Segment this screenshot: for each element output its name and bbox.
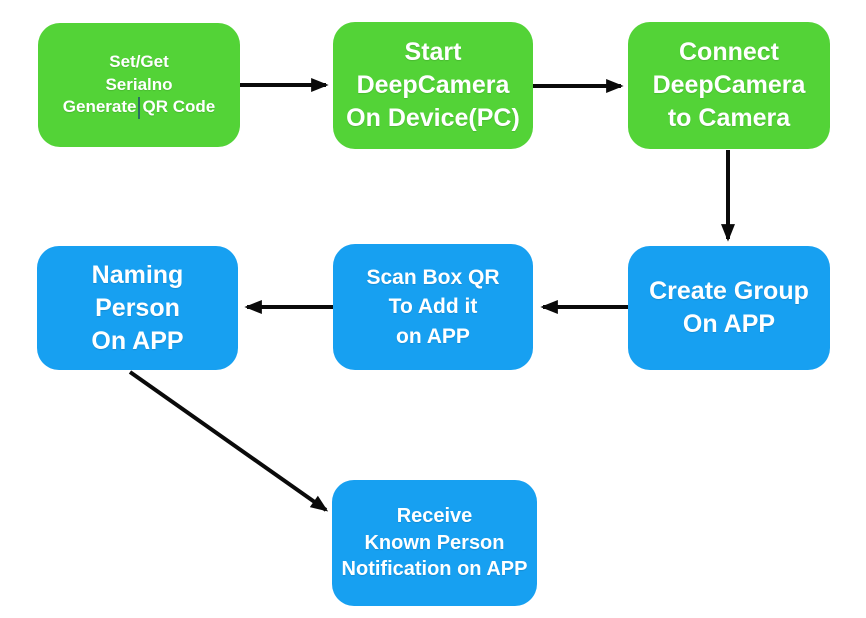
node-text-line: To Add it — [388, 295, 478, 319]
node-text-line: Person — [95, 293, 180, 322]
node-create-group: Create Group On APP — [628, 246, 830, 370]
node-text-line: Serialno — [105, 74, 173, 94]
node-receive-notification: Receive Known Person Notification on APP — [332, 480, 537, 606]
node-connect-deepcamera: Connect DeepCamera to Camera — [628, 22, 830, 149]
node-text-line: to Camera — [667, 104, 791, 132]
node-text-line: Scan Box QR — [366, 265, 500, 289]
text-cursor — [138, 97, 141, 119]
node-naming-person: Naming Person On APP — [37, 246, 238, 370]
node-start-deepcamera: Start DeepCamera On Device(PC) — [333, 22, 533, 149]
node-text-line: On APP — [682, 310, 776, 338]
node-text-line: Naming — [91, 260, 184, 289]
arrow-naming-to-receive — [128, 370, 329, 512]
node-text-before-cursor: Generate — [62, 97, 137, 117]
node-text-line: Connect — [679, 38, 779, 66]
node-set-get-serialno: Set/Get Serialno Generate QR Code — [38, 23, 240, 147]
node-text-line: DeepCamera — [652, 71, 806, 99]
node-scan-box-qr: Scan Box QR To Add it on APP — [333, 244, 533, 370]
node-text-line: Notification on APP — [341, 558, 528, 581]
node-text-line: Known Person — [364, 531, 505, 554]
node-text-line: On APP — [91, 326, 184, 355]
node-text-after-cursor: QR Code — [142, 97, 216, 117]
node-text-line: Generate QR Code — [63, 96, 215, 119]
node-text-line: Receive — [396, 505, 473, 528]
node-text-line: Create Group — [649, 277, 809, 305]
node-text-line: on APP — [396, 324, 470, 348]
node-text-line: Set/Get — [109, 51, 169, 71]
node-text-line: DeepCamera — [356, 71, 510, 99]
node-text-line: Start — [404, 38, 462, 66]
node-text-line: On Device(PC) — [346, 104, 520, 132]
